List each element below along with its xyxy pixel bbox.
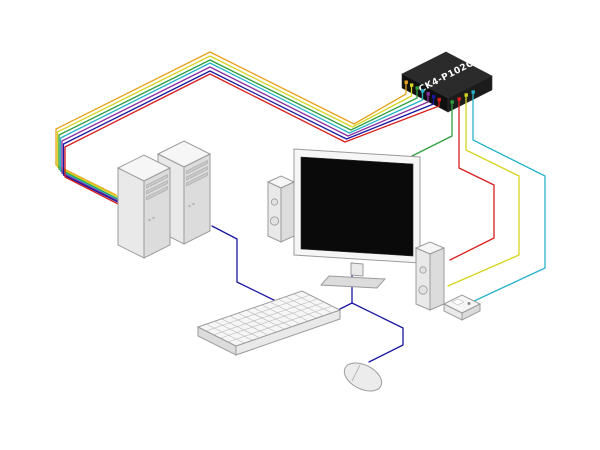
drive-bay (146, 186, 168, 201)
cable-bundle (55, 51, 440, 210)
reset-button (192, 202, 195, 206)
speaker-driver (418, 285, 428, 295)
tower-side-panel (117, 167, 145, 259)
monitor-stand-neck (350, 262, 364, 277)
drive-bay (186, 172, 208, 187)
speaker-cable-red (449, 98, 495, 261)
kvm-cable (56, 55, 413, 198)
speaker-front-face (415, 247, 431, 311)
speaker-driver (419, 266, 427, 274)
receiver-side-face (461, 303, 481, 321)
computer-cable (211, 225, 289, 308)
computer-tower-front (116, 154, 172, 259)
power-button (148, 218, 151, 222)
receiver-label (451, 298, 465, 306)
kvm-cable (61, 66, 429, 205)
kvm-cable (59, 62, 424, 203)
keyboard-top-face (196, 290, 342, 347)
mouse-body (343, 362, 383, 392)
speaker-side-face (429, 247, 445, 311)
speaker-cable-yellow (447, 94, 520, 287)
keyboard-keys (205, 293, 333, 344)
kvm-cable (64, 73, 440, 210)
reset-button (152, 216, 155, 220)
monitor-stand-base (319, 275, 387, 289)
power-button (188, 204, 191, 208)
kvm-cable (58, 59, 418, 201)
kvm-cable (62, 70, 435, 207)
mouse (343, 362, 383, 392)
speaker-side-face (280, 181, 295, 243)
keyboard (196, 290, 342, 356)
receiver-button-dot (467, 302, 471, 305)
receiver-cable-cyan (471, 91, 546, 303)
drive-bay (146, 174, 168, 189)
monitor-cable-green (411, 101, 453, 157)
speaker-driver (269, 216, 280, 226)
speaker-right (414, 241, 446, 311)
speaker-left (266, 175, 296, 243)
monitor (293, 148, 421, 289)
drive-bay (146, 180, 168, 195)
monitor-screen (300, 156, 414, 257)
drive-bay (186, 160, 208, 175)
drive-bay (186, 166, 208, 181)
peripheral-cables (411, 91, 546, 303)
kvm-cable (55, 51, 407, 196)
mouse-button-seam (351, 364, 361, 382)
speaker-driver (270, 198, 279, 206)
mouse-cable (351, 302, 404, 363)
speaker-front-face (267, 181, 282, 243)
ir-receiver (442, 294, 482, 321)
